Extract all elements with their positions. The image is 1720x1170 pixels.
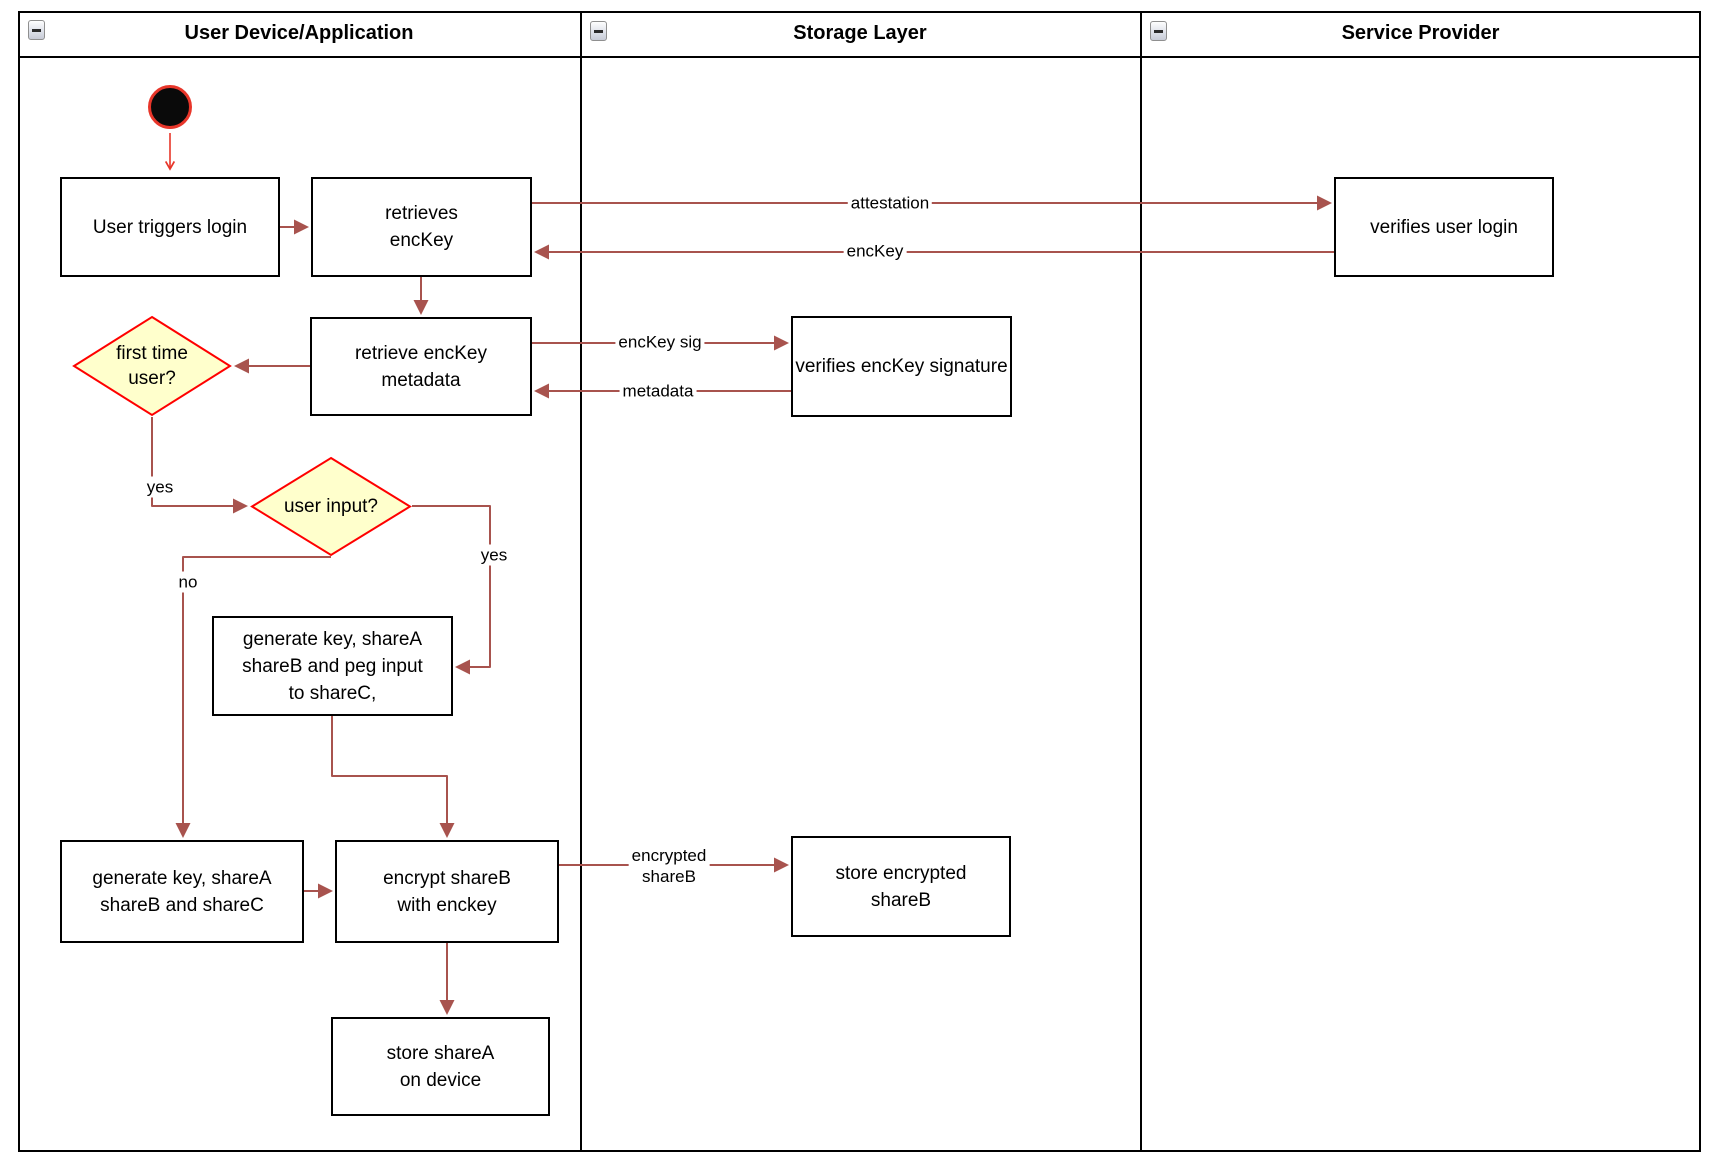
decision-label: user input?: [283, 496, 378, 517]
activity-label: encrypt shareB with enckey: [383, 867, 511, 916]
minus-bar: [1154, 29, 1163, 33]
edge-userinput-yes: [412, 505, 491, 675]
edge-firsttime-yes: [151, 417, 248, 514]
activity-store-encrypted-shareb[interactable]: store encrypted shareB: [791, 836, 1011, 937]
minus-icon[interactable]: [590, 21, 607, 41]
minus-icon[interactable]: [1150, 21, 1167, 41]
activity-label: verifies encKey signature: [795, 356, 1008, 377]
decision-user-input[interactable]: user input?: [250, 456, 412, 557]
activity-label: generate key, shareA shareB and peg inpu…: [242, 628, 423, 704]
edge-label-encrypted-shareb: encrypted shareB: [628, 845, 710, 887]
activity-label: retrieve encKey metadata: [354, 342, 487, 391]
decision-first-time-user[interactable]: first time user?: [72, 315, 232, 417]
edge-label-enckey-sig: encKey sig: [615, 331, 705, 353]
activity-store-sharea-on-device[interactable]: store shareA on device: [331, 1017, 550, 1116]
minus-bar: [32, 28, 41, 32]
lane-header-divider: [18, 56, 1701, 58]
activity-label: store shareA on device: [386, 1042, 495, 1091]
lane-divider-1: [580, 11, 582, 1152]
edge-label-no-user-input: no: [175, 571, 201, 593]
diamond-shape: [72, 315, 232, 417]
edge-label-yes-first-time: yes: [143, 476, 177, 498]
lane-title-storage-layer: Storage Layer: [793, 22, 927, 44]
decision-label: first time user?: [116, 343, 188, 389]
lane-title-user-device: User Device/Application: [184, 22, 414, 44]
edge-peg-to-encrypt: [331, 716, 455, 838]
edge-userinput-no: [175, 556, 331, 838]
activity-label: retrieves encKey: [385, 203, 458, 251]
edge-label-enckey: encKey: [843, 240, 907, 262]
lane-title-service-provider: Service Provider: [1341, 22, 1500, 44]
edge-label-metadata: metadata: [619, 380, 697, 402]
activity-verifies-user-login[interactable]: verifies user login: [1334, 177, 1554, 277]
edge-label-yes-user-input: yes: [477, 544, 511, 566]
activity-label: User triggers login: [92, 216, 248, 238]
activity-label: store encrypted shareB: [835, 862, 967, 911]
activity-generate-key-shares[interactable]: generate key, shareA shareB and shareC: [60, 840, 304, 943]
activity-encrypt-shareb[interactable]: encrypt shareB with enckey: [335, 840, 559, 943]
edge-label-attestation: attestation: [847, 192, 933, 214]
diamond-shape: [250, 456, 412, 557]
activity-label: generate key, shareA shareB and shareC: [92, 867, 272, 916]
minus-icon[interactable]: [28, 20, 45, 40]
minus-bar: [594, 29, 603, 33]
lane-divider-2: [1140, 11, 1142, 1152]
activity-user-triggers-login[interactable]: User triggers login: [60, 177, 280, 277]
activity-verifies-enckey-signature[interactable]: verifies encKey signature: [791, 316, 1012, 417]
activity-retrieves-enckey[interactable]: retrieves encKey: [311, 177, 532, 277]
activity-generate-key-peg-input[interactable]: generate key, shareA shareB and peg inpu…: [212, 616, 453, 716]
activity-label: verifies user login: [1370, 216, 1518, 238]
activity-retrieve-enckey-metadata[interactable]: retrieve encKey metadata: [310, 317, 532, 416]
start-node[interactable]: [148, 85, 192, 129]
